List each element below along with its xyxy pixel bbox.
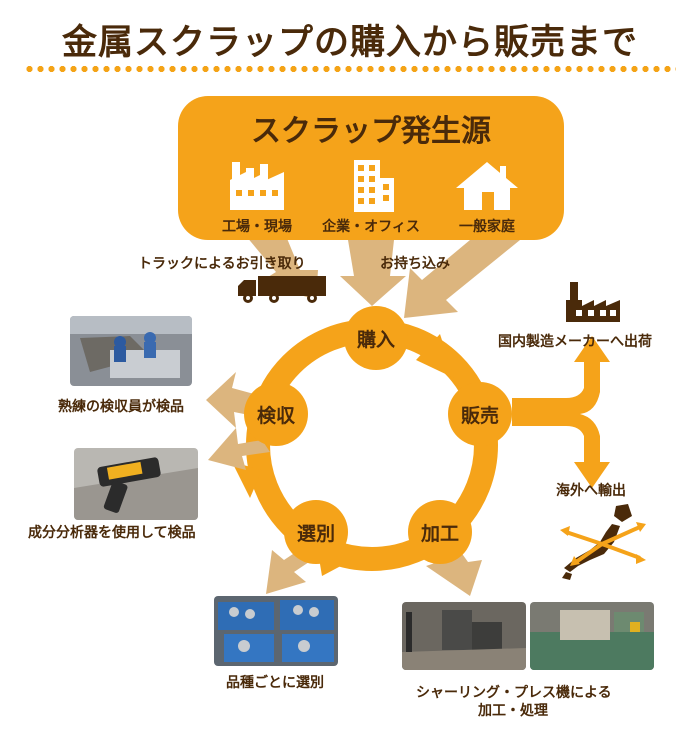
press-photo: [530, 602, 654, 670]
ring-arrowhead-top: [416, 334, 454, 378]
source-item-label: 一般家庭: [459, 219, 515, 235]
factory-icon: [230, 162, 284, 210]
inspection-label-1: 熟練の検収員が検品: [58, 399, 184, 415]
inspection-label-2: 成分分析器を使用して検品: [28, 525, 196, 541]
truck-pickup-label: トラックによるお引き取り: [138, 256, 306, 272]
overseas-export-label: 海外へ輸出: [556, 483, 626, 499]
scrap-source-box: スクラップ発生源 工場・現場 企業・オフィス: [178, 96, 564, 240]
manufacturer-factory-icon: [566, 282, 620, 322]
stage-sales: 販売: [448, 382, 512, 446]
page-title: 金属スクラップの購入から販売まで: [61, 23, 638, 63]
stage-sorting: 選別: [284, 500, 348, 564]
ring-arrowhead-left: [232, 462, 262, 498]
processing-label-line2: 加工・処理: [478, 703, 548, 719]
domestic-shipping-label: 国内製造メーカーへ出荷: [498, 334, 652, 350]
truck-icon: [238, 276, 326, 303]
inflow-arrow-office: [404, 240, 520, 318]
stage-inspection: 検収: [244, 382, 308, 446]
shearing-photo: [402, 602, 526, 670]
office-building-icon: [354, 160, 394, 212]
carry-in-label: お持ち込み: [380, 256, 450, 272]
sorting-photo: [214, 596, 338, 666]
scrap-source-title: スクラップ発生源: [251, 114, 491, 149]
branch-arrow-inspection-2: [208, 428, 270, 470]
stage-processing: 加工: [408, 500, 472, 564]
house-icon: [456, 162, 518, 210]
inflow-arrow-carry: [340, 240, 406, 306]
source-item-factory: 工場・現場: [192, 160, 322, 235]
source-item-office: 企業・オフィス: [306, 160, 436, 235]
stage-purchase: 購入: [344, 306, 408, 370]
dotted-divider: [24, 66, 676, 72]
processing-label-line1: シャーリング・プレス機による: [416, 685, 612, 701]
source-item-label: 企業・オフィス: [322, 219, 420, 235]
source-item-house: 一般家庭: [422, 160, 552, 235]
sorting-label: 品種ごとに選別: [226, 675, 324, 691]
japan-export-icon: [560, 504, 646, 580]
export-arrow-trunk: [512, 336, 610, 488]
inspector-photo: [70, 316, 192, 386]
analyzer-photo: [74, 448, 198, 520]
source-item-label: 工場・現場: [222, 219, 292, 235]
